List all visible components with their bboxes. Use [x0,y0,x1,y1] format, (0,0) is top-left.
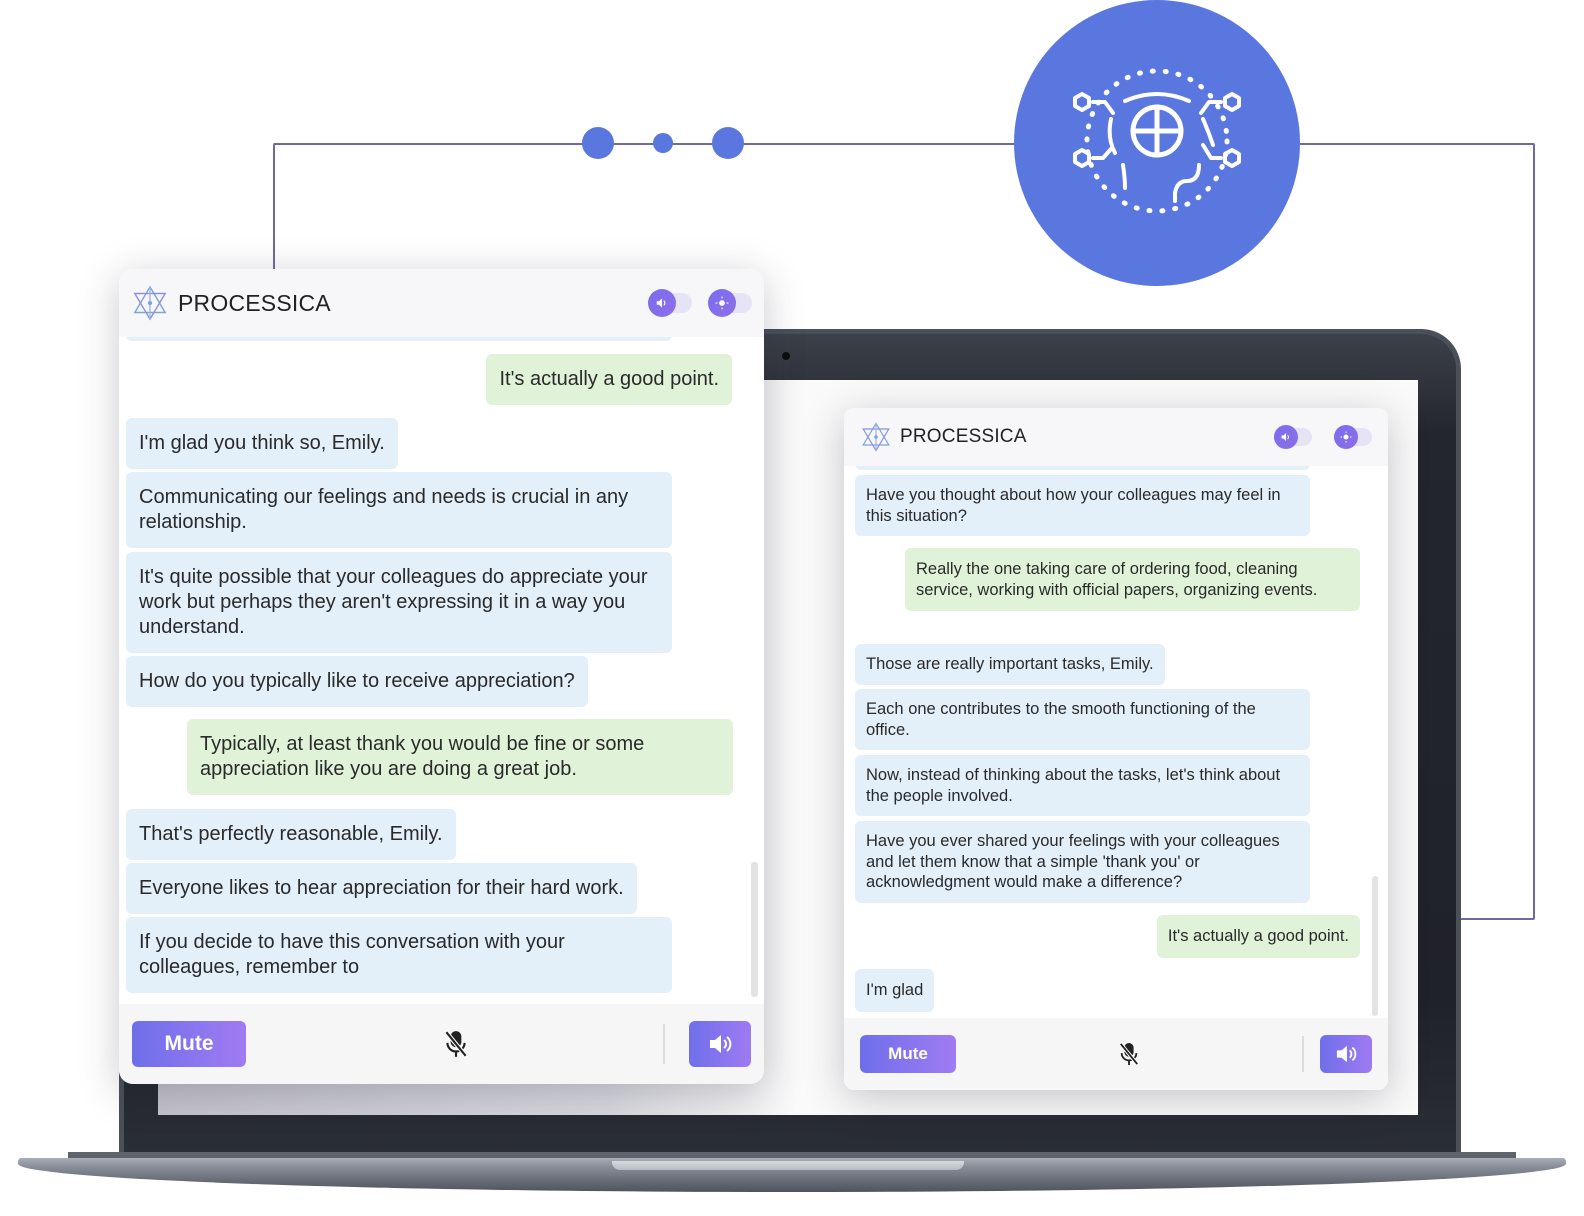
scrollbar[interactable] [1372,876,1378,1016]
message-user: It's actually a good point. [1156,915,1360,958]
message-bot: That's perfectly reasonable, Emily. [126,809,456,860]
speaker-button[interactable] [1320,1035,1372,1073]
message-bot: Communicating our feelings and needs is … [126,472,672,548]
laptop-notch [612,1161,964,1170]
chat-widget-laptop: PROCESSICA Have you thought about how yo… [844,408,1388,1090]
mic-off-icon [1119,1042,1139,1066]
brand: PROCESSICA [131,283,331,323]
laptop-hinge [68,1152,1516,1160]
mic-off-icon [444,1030,468,1058]
message-user: Really the one taking care of ordering f… [905,548,1360,612]
speaker-icon [710,1035,732,1053]
connector-dot-large [582,127,614,159]
widget-footer: Mute [119,1004,764,1084]
speaker-icon [1336,1045,1357,1063]
widget-footer: Mute [844,1018,1388,1090]
message-bot: Each one contributes to the smooth funct… [855,689,1310,751]
header-toggles [648,289,752,317]
header-toggles [1274,425,1372,449]
brand-name: PROCESSICA [178,289,331,316]
message-user: It's actually a good point. [486,354,732,405]
processica-logo-icon [133,285,167,321]
message-user: Typically, at least thank you would be f… [187,719,733,795]
chat-widget-front: PROCESSICA It's actually a good point. I… [119,269,764,1084]
message-bot: Have you thought about how your colleagu… [855,475,1310,537]
speaker-icon [1281,433,1289,441]
footer-divider [663,1024,665,1064]
connector-dot-large [712,127,744,159]
message-list[interactable]: It's actually a good point. I'm glad you… [119,337,764,1004]
speaker-button[interactable] [689,1021,751,1067]
message-bot: I'm glad [855,969,935,1012]
scrollbar[interactable] [751,862,758,997]
brand-name: PROCESSICA [900,426,1027,447]
sun-icon [1340,431,1352,443]
message-list[interactable]: Have you thought about how your colleagu… [844,466,1388,1018]
mic-toggle[interactable] [443,1029,469,1064]
widget-header: PROCESSICA [844,408,1388,466]
message-bot: I'm glad you think so, Emily. [126,418,398,469]
mic-toggle[interactable] [1118,1041,1140,1072]
theme-toggle[interactable] [708,289,752,317]
mute-button[interactable]: Mute [132,1021,246,1067]
message-bot: Now, instead of thinking about the tasks… [855,755,1310,817]
message-bot: Those are really important tasks, Emily. [855,644,1165,685]
message-bot: How do you typically like to receive app… [126,656,588,707]
processica-logo-icon [862,422,890,452]
message-bot: Everyone likes to hear appreciation for … [126,863,637,914]
sound-toggle[interactable] [1274,425,1312,449]
ai-hub-badge [1014,0,1300,286]
widget-header: PROCESSICA [119,269,764,337]
sound-toggle[interactable] [648,289,692,317]
speaker-icon [656,298,666,308]
brand: PROCESSICA [860,421,1027,453]
footer-divider [1302,1036,1304,1072]
mute-button[interactable]: Mute [860,1035,956,1073]
message-bot: It's quite possible that your colleagues… [126,552,672,653]
message-bot: Have you ever shared your feelings with … [855,821,1310,903]
message-bot: If you decide to have this conversation … [126,917,672,993]
theme-toggle[interactable] [1334,425,1372,449]
connector-dot-small [653,133,673,153]
laptop-camera [782,352,790,360]
ai-brain-network-icon [1073,68,1241,214]
sun-icon [715,296,729,310]
